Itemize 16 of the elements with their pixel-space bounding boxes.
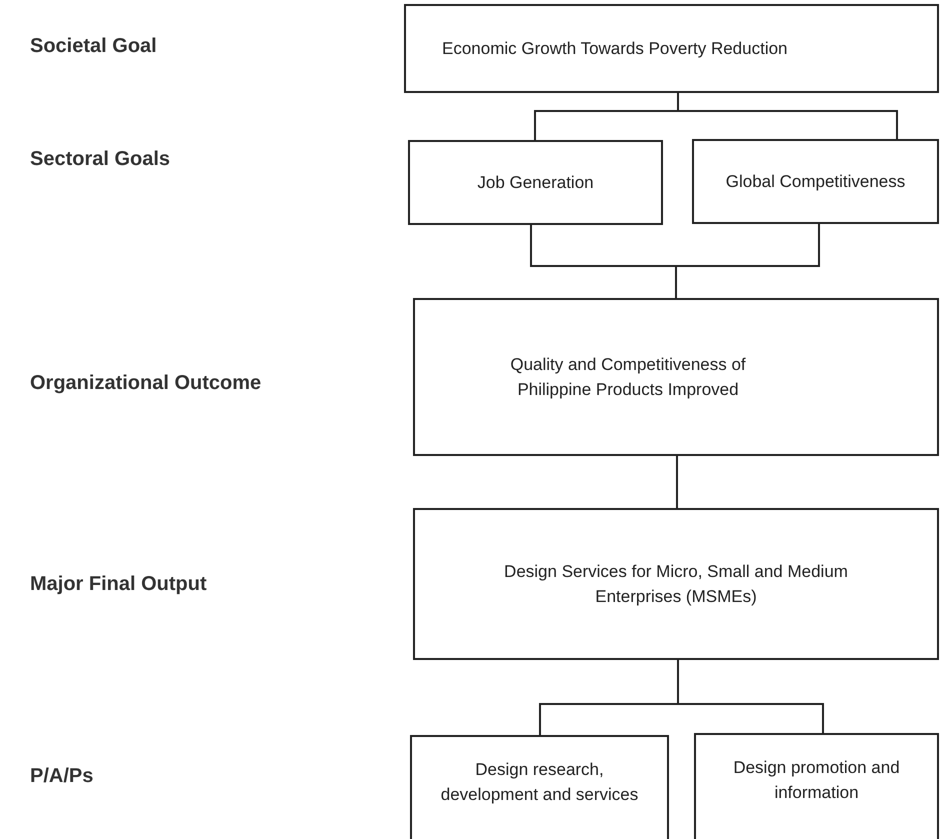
level-label: Major Final Output <box>30 572 207 596</box>
process-box: Design research, development and services <box>410 735 669 839</box>
connector-line <box>677 93 898 139</box>
level-label: Sectoral Goals <box>30 147 170 171</box>
process-box: Quality and Competitiveness of Philippine Products Improved <box>413 298 939 456</box>
connector-line <box>675 224 820 298</box>
process-box: Design promotion and information <box>694 733 939 839</box>
process-box: Economic Growth Towards Poverty Reduction <box>404 4 939 93</box>
process-box: Global Competitiveness <box>692 139 939 224</box>
process-box: Design Services for Micro, Small and Medium Enterprises (MSMEs) <box>413 508 939 660</box>
connector-line <box>676 456 678 508</box>
level-label: Organizational Outcome <box>30 371 262 395</box>
level-label: P/A/Ps <box>30 764 94 788</box>
process-box: Job Generation <box>408 140 663 225</box>
level-label: Societal Goal <box>30 34 157 58</box>
connector-line <box>677 660 824 733</box>
